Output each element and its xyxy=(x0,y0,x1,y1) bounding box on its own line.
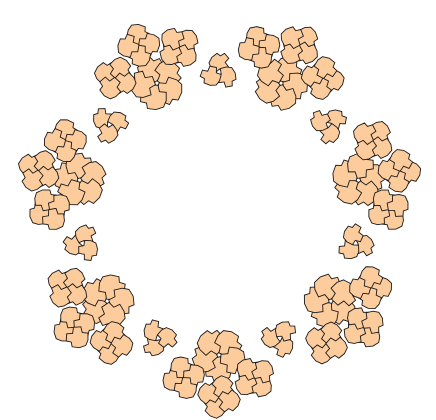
tile-cluster xyxy=(332,121,422,230)
tile xyxy=(42,207,65,230)
tile xyxy=(325,336,348,359)
connector-cluster xyxy=(310,109,347,145)
tile xyxy=(78,239,98,261)
tile xyxy=(75,224,97,246)
tile xyxy=(359,266,384,289)
tile xyxy=(173,377,198,399)
tile-cluster xyxy=(303,266,392,365)
tile xyxy=(280,26,304,50)
tile xyxy=(99,76,122,100)
tile xyxy=(361,310,384,334)
connector-cluster xyxy=(199,52,237,88)
tile xyxy=(161,27,185,51)
tile xyxy=(215,66,237,88)
tile xyxy=(251,360,274,384)
tile xyxy=(44,128,67,153)
tile xyxy=(156,327,178,348)
connector-cluster xyxy=(93,108,130,144)
tile-cluster xyxy=(237,26,345,111)
tile xyxy=(237,37,260,61)
connector-cluster xyxy=(142,319,178,357)
tile-ring-group xyxy=(17,23,422,419)
tile xyxy=(199,65,222,86)
tile xyxy=(338,239,360,260)
tile xyxy=(353,122,377,146)
tile-cluster xyxy=(162,329,274,419)
tile xyxy=(310,110,331,132)
tile xyxy=(313,56,338,80)
tile-cluster xyxy=(17,119,107,230)
tile xyxy=(342,223,364,246)
tile xyxy=(389,149,414,172)
tile xyxy=(217,389,241,413)
connector-cluster xyxy=(260,321,297,358)
tile xyxy=(97,123,119,144)
tile xyxy=(65,326,89,349)
connector-cluster xyxy=(338,223,375,260)
connector-cluster xyxy=(62,224,98,261)
tile xyxy=(117,33,140,58)
tile xyxy=(49,284,72,308)
tile-cluster xyxy=(93,23,199,111)
tile xyxy=(274,321,297,342)
tile-cluster xyxy=(47,267,135,365)
tile xyxy=(386,194,409,217)
tile xyxy=(110,333,134,358)
tile xyxy=(21,168,44,192)
